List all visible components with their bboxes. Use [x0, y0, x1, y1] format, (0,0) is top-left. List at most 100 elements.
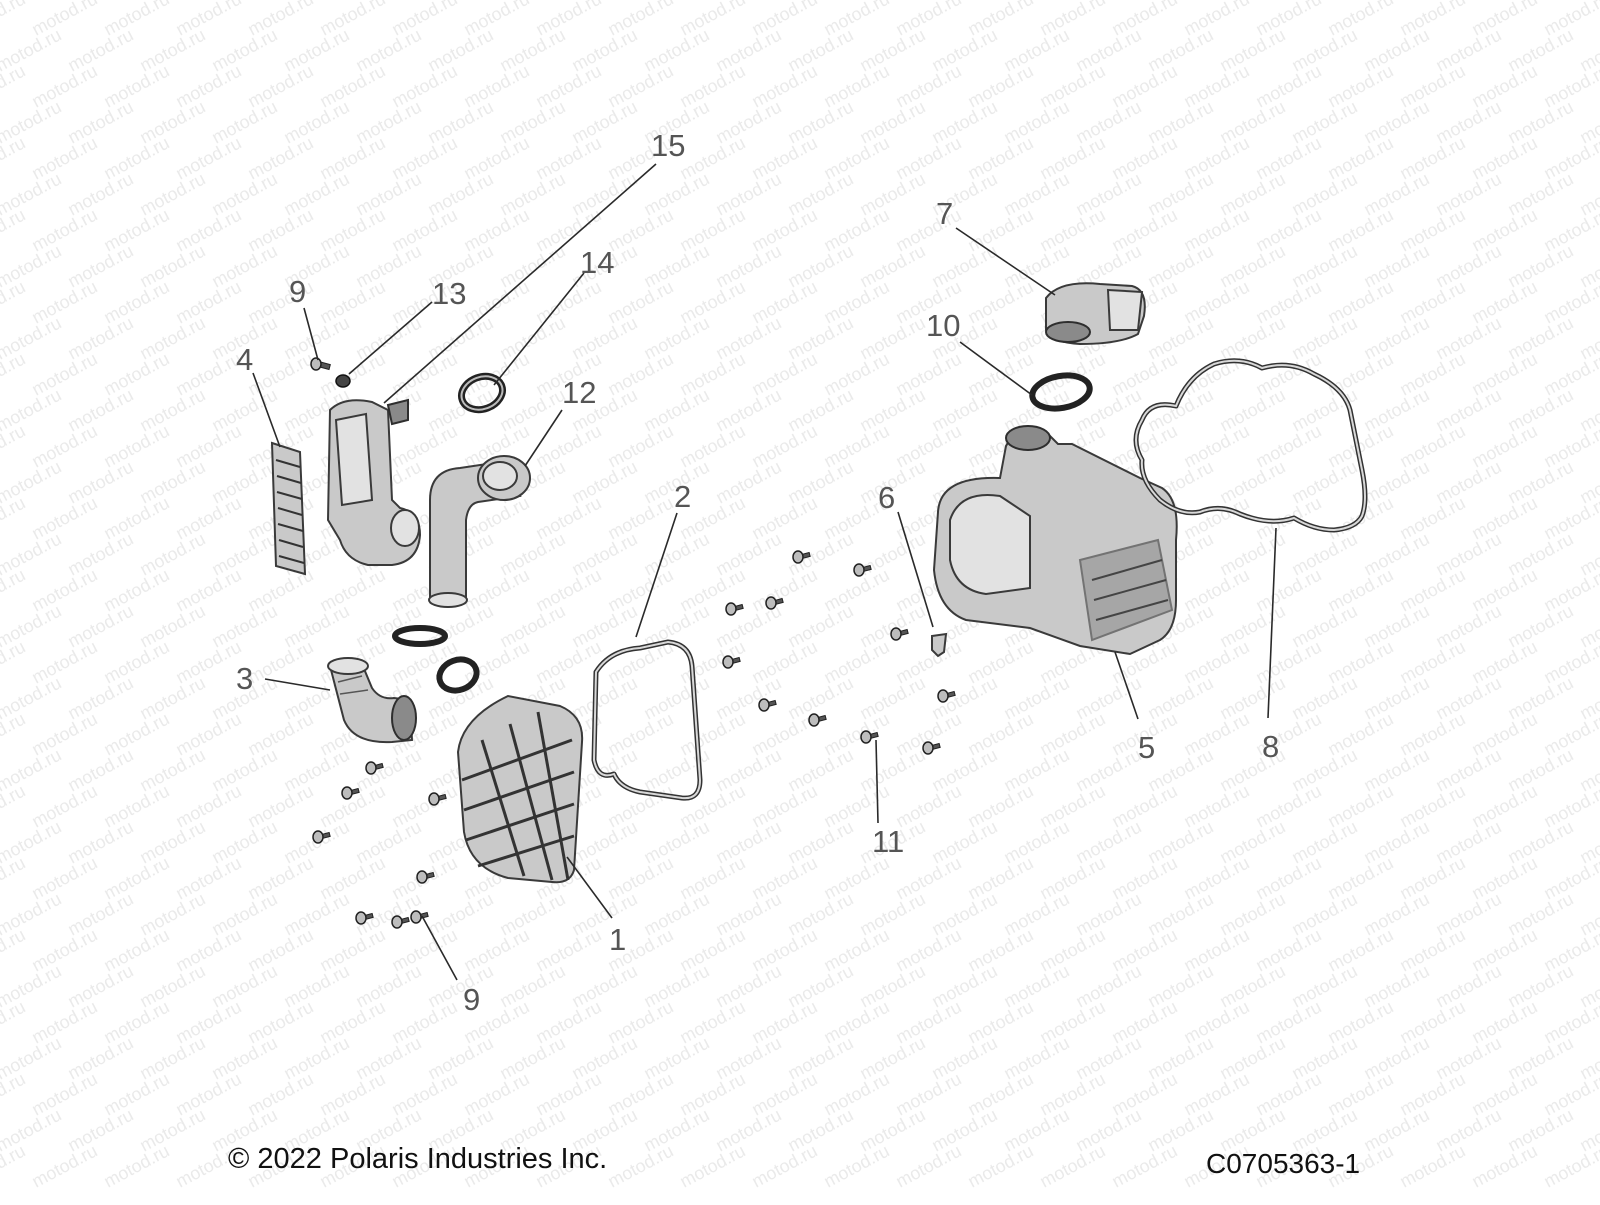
part-10-clamp: [1029, 372, 1093, 412]
watermark-text: motod.ru: [1108, 1141, 1180, 1192]
part-2-gasket: [591, 639, 703, 801]
bolt: [765, 596, 784, 610]
callout-4: 4: [236, 342, 253, 377]
watermark-text: motod.ru: [820, 1141, 892, 1192]
callout-3: 3: [236, 661, 253, 696]
watermark-text: motod.ru: [0, 421, 29, 472]
bolt: [853, 563, 872, 577]
callout-9-bottom: 9: [463, 982, 480, 1017]
bolt: [391, 915, 410, 929]
leader-5: [1114, 651, 1139, 720]
leader-2: [635, 512, 678, 638]
part-14-clamp: [458, 372, 506, 414]
watermark-text: motod.ru: [0, 0, 29, 40]
bolt: [758, 698, 777, 712]
leader-1: [566, 856, 613, 919]
watermark-text: motod.ru: [0, 709, 29, 760]
part-1-airbox-cover: [456, 694, 584, 884]
watermark-text: motod.ru: [0, 637, 29, 688]
watermark-text: motod.ru: [0, 277, 29, 328]
watermark-text: motod.ru: [100, 1141, 172, 1192]
part-9-bolt-top: [310, 357, 331, 371]
callout-11: 11: [872, 824, 904, 859]
callout-13: 13: [432, 276, 466, 311]
watermark-text: motod.ru: [892, 1141, 964, 1192]
watermark-text: motod.ru: [1576, 0, 1600, 4]
watermark-text: motod.ru: [0, 349, 29, 400]
part-4-grille: [270, 441, 307, 576]
bolt: [792, 550, 811, 564]
part-15-housing: [326, 398, 422, 566]
callout-6: 6: [878, 480, 895, 515]
part-6-plug: [931, 632, 948, 658]
part-5-airbox-housing: [932, 425, 1178, 656]
leader-10: [959, 341, 1033, 396]
callout-14: 14: [580, 245, 614, 280]
watermark-text: motod.ru: [0, 925, 29, 976]
diagram-code: C0705363-1: [1206, 1148, 1361, 1179]
hose-clamp-lower: [436, 656, 480, 694]
watermark-text: motod.ru: [1396, 1141, 1468, 1192]
leader-9-top: [303, 307, 319, 361]
watermark-text: motod.ru: [676, 1141, 748, 1192]
watermark-text: motod.ru: [0, 493, 29, 544]
part-3-hose-elbow: [327, 657, 417, 744]
callout-2: 2: [674, 479, 691, 514]
watermark-text: motod.ru: [0, 1141, 29, 1192]
leader-lines: [252, 163, 1277, 981]
bolt: [428, 792, 447, 806]
bolt: [808, 713, 827, 727]
leader-3: [264, 678, 331, 691]
leader-13: [348, 301, 433, 375]
leader-8: [1267, 527, 1277, 719]
part-13-oring: [335, 374, 351, 388]
watermark-text: motod.ru: [28, 1141, 100, 1192]
bolt: [355, 911, 374, 925]
callout-7: 7: [936, 196, 953, 231]
watermark-text: motod.ru: [1468, 1141, 1540, 1192]
flat-ring: [392, 625, 448, 647]
watermark-text: motod.ru: [1540, 1141, 1600, 1192]
leader-12: [524, 409, 563, 467]
part-12-elbow-tube: [428, 455, 531, 608]
watermark-text: motod.ru: [1036, 1141, 1108, 1192]
bolt: [725, 602, 744, 616]
callout-10: 10: [926, 308, 960, 343]
part-8-gasket: [1133, 358, 1368, 533]
watermark-text: motod.ru: [0, 781, 29, 832]
bolt: [722, 655, 741, 669]
leader-4: [252, 372, 281, 448]
bolt: [860, 730, 879, 744]
watermark-text: motod.ru: [0, 853, 29, 904]
bolt: [341, 786, 360, 800]
bolt: [365, 761, 384, 775]
callout-12: 12: [562, 375, 596, 410]
bolt: [312, 830, 331, 844]
watermark-text: motod.ru: [0, 1069, 29, 1120]
watermark-text: motod.ru: [964, 1141, 1036, 1192]
bolt: [416, 870, 435, 884]
callout-1: 1: [609, 922, 626, 957]
leader-15: [383, 163, 657, 404]
bolt: [890, 627, 909, 641]
bolt: [410, 910, 429, 924]
bolt: [922, 741, 941, 755]
watermark-text: motod.ru: [0, 997, 29, 1048]
bolt: [937, 689, 956, 703]
callout-5: 5: [1138, 730, 1155, 765]
watermark-text: motod.ru: [0, 61, 29, 112]
watermark-text: motod.ru: [0, 565, 29, 616]
callout-labels: 1 2 3 4 5 6 7 8 9 9 10 11 12 13 14 15: [236, 128, 1279, 1017]
watermark-text: motod.ru: [604, 1141, 676, 1192]
watermark-text: motod.ru: [0, 205, 29, 256]
fastener-bolts: [312, 550, 956, 929]
part-7-intake-elbow: [1045, 282, 1146, 346]
callout-15: 15: [651, 128, 685, 163]
copyright-notice: © 2022 Polaris Industries Inc.: [228, 1143, 608, 1175]
leader-14: [493, 272, 585, 386]
watermark-text: motod.ru: [748, 1141, 820, 1192]
leader-6: [897, 511, 934, 628]
leader-7: [955, 227, 1056, 296]
